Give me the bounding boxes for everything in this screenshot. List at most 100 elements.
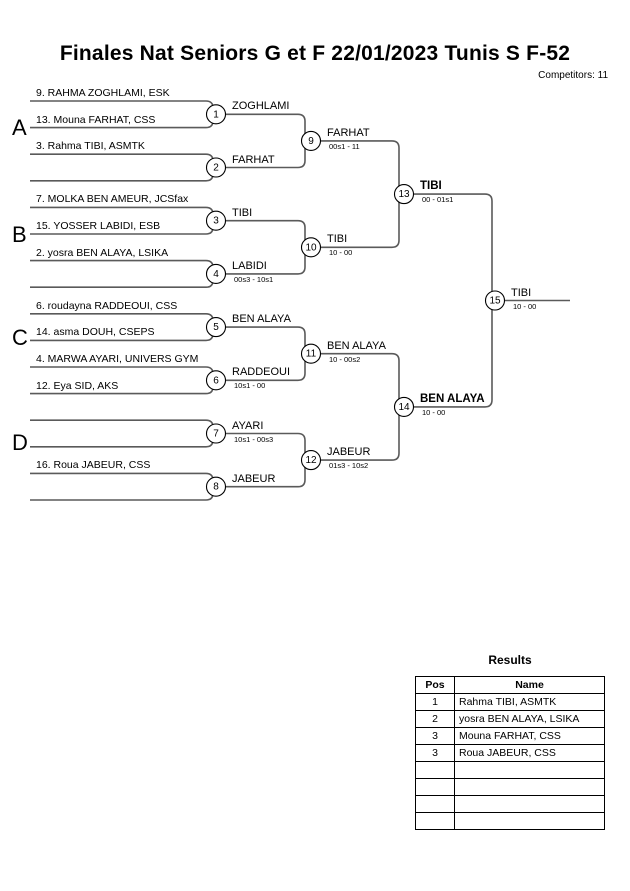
entrant-label-5: 15. YOSSER LABIDI, ESB [36, 220, 161, 232]
match-circle-13 [393, 184, 415, 205]
section-letter-C: C [12, 325, 28, 350]
match-score-11: 10 - 00s2 [329, 354, 361, 364]
section-letter-D: D [12, 430, 28, 455]
entrant-label-7: 6. roudayna RADDEOUI, CSS [36, 299, 178, 312]
entrant-label-8: 14. asma DOUH, CSEPS [36, 326, 155, 339]
match-score-7: 10s1 - 00s3 [234, 434, 274, 444]
match-number-14: 14 [398, 402, 410, 413]
section-letter-A: A [12, 115, 27, 140]
match-circle-7 [205, 423, 227, 444]
match-winner-11: BEN ALAYA [327, 339, 386, 352]
match-winner-15: TIBI [511, 286, 532, 299]
match-winner-10: TIBI [327, 233, 348, 246]
match-circle-9 [300, 130, 322, 151]
match-winner-2: FARHAT [232, 153, 275, 166]
results-header-row: Pos Name [415, 676, 605, 694]
results-name: Mouna FARHAT, CSS [454, 727, 605, 745]
match-circle-1 [205, 104, 227, 125]
results-pos: 3 [415, 727, 455, 745]
match-circle-12 [300, 450, 322, 471]
results-col-name: Name [454, 676, 605, 694]
match-number-10: 10 [305, 242, 317, 253]
entrant-label-6: 2. yosra BEN ALAYA, LSIKA [36, 246, 169, 259]
match-circle-5 [205, 317, 227, 338]
page-title: Finales Nat Seniors G et F 22/01/2023 Tu… [59, 42, 571, 65]
match-circle-4 [205, 263, 227, 284]
results-pos [415, 778, 455, 796]
match-winner-12: JABEUR [327, 446, 371, 459]
results-col-pos: Pos [415, 676, 455, 694]
match-number-6: 6 [213, 375, 219, 386]
match-winner-1: ZOGHLAMI [232, 100, 290, 113]
results-pos [415, 761, 455, 779]
entrant-label-11: 16. Roua JABEUR, CSS [36, 459, 151, 472]
match-score-15: 10 - 00 [513, 301, 537, 311]
match-circle-6 [205, 370, 227, 391]
entrant-label-4: 7. MOLKA BEN AMEUR, JCSfax [36, 193, 189, 206]
competitors-count: Competitors: 11 [538, 70, 608, 81]
results-name [454, 795, 605, 813]
match-score-12: 01s3 - 10s2 [329, 461, 369, 471]
match-number-13: 13 [398, 189, 410, 200]
match-number-5: 5 [213, 322, 219, 333]
match-number-8: 8 [213, 482, 219, 493]
match-score-6: 10s1 - 00 [234, 381, 266, 391]
match-winner-7: AYARI [232, 419, 264, 432]
round3-bracket-2 [320, 352, 400, 461]
results-row-empty [415, 761, 605, 779]
match-circle-10 [300, 237, 322, 258]
round1-bracket-7 [30, 419, 214, 448]
round1-bracket-8 [30, 472, 214, 501]
match-circle-3 [205, 210, 227, 231]
round1-bracket-2 [30, 153, 214, 182]
entrant-label-1: 9. RAHMA ZOGHLAMI, ESK [36, 87, 170, 99]
match-winner-8: JABEUR [232, 472, 276, 485]
entrant-label-2: 13. Mouna FARHAT, CSS [36, 113, 156, 126]
match-winner-4: LABIDI [232, 259, 267, 272]
match-number-2: 2 [213, 163, 219, 174]
results-title: Results [488, 653, 532, 667]
match-number-11: 11 [306, 349, 317, 360]
results-pos [415, 812, 455, 830]
results-pos: 2 [415, 710, 455, 728]
match-circle-14 [393, 396, 415, 417]
match-number-7: 7 [213, 429, 219, 440]
match-number-12: 12 [305, 455, 317, 466]
results-name [454, 778, 605, 796]
match-number-9: 9 [308, 136, 314, 147]
match-circle-15 [484, 290, 506, 311]
match-score-10: 10 - 00 [329, 248, 353, 258]
results-row-empty [415, 812, 605, 830]
results-row-empty [415, 778, 605, 796]
results-name [454, 761, 605, 779]
final-bracket [413, 193, 493, 408]
entrant-label-10: 12. Eya SID, AKS [36, 379, 119, 392]
match-circle-2 [205, 157, 227, 178]
results-name: Rahma TIBI, ASMTK [454, 693, 605, 711]
match-number-1: 1 [213, 109, 219, 120]
results-name [454, 812, 605, 830]
round1-bracket-4 [30, 259, 214, 288]
match-score-9: 00s1 - 11 [329, 141, 360, 151]
results-pos: 1 [415, 693, 455, 711]
match-winner-13: TIBI [420, 180, 442, 193]
match-winner-6: RADDEOUI [232, 366, 291, 379]
match-number-3: 3 [213, 216, 219, 227]
match-number-15: 15 [489, 296, 501, 307]
match-number-4: 4 [213, 269, 219, 280]
entrant-label-9: 4. MARWA AYARI, UNIVERS GYM [36, 353, 199, 365]
match-circle-11 [300, 343, 322, 364]
results-pos: 3 [415, 744, 455, 762]
match-score-13: 00 - 01s1 [422, 195, 454, 205]
results-pos [415, 795, 455, 813]
match-score-4: 00s3 - 10s1 [234, 274, 274, 284]
match-winner-5: BEN ALAYA [232, 313, 291, 326]
match-winner-14: BEN ALAYA [420, 392, 485, 405]
entrant-label-3: 3. Rahma TIBI, ASMTK [36, 140, 145, 153]
round3-bracket-1 [320, 140, 400, 249]
